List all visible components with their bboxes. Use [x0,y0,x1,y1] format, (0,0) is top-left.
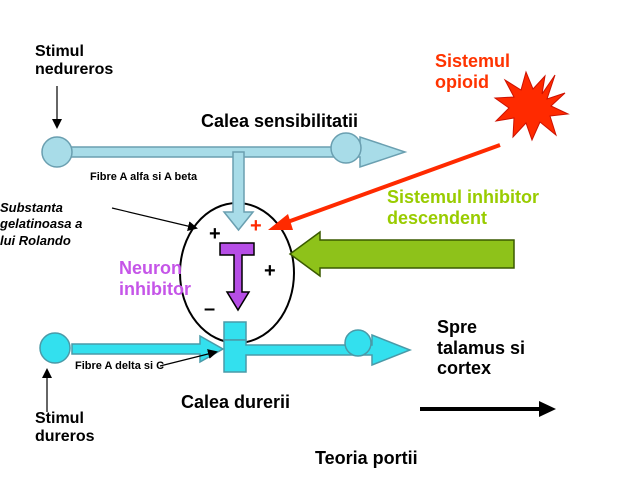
painful-receptor-circle [39,332,71,364]
sistemul-opioid-label: Sistemul opioid [435,51,511,92]
long-right-arrow-icon [420,401,556,417]
calea-sensibilitatii-label: Calea sensibilitatii [201,111,359,131]
opioid-arrow-head [268,214,293,230]
sensibility-relay-circle [330,132,362,164]
descending-inhibitor-arrow [288,230,515,278]
substanta-gelatinoasa-label: Substanta gelatinoasa a lui Rolando [0,200,83,248]
pain-relay-circle [344,329,372,357]
plus-sign-descending: + [264,260,276,282]
spre-talamus-label: Spre talamus si cortex [437,317,526,379]
sensibility-branch-arrow [222,151,255,232]
minus-sign-inhibitor: – [204,298,216,320]
inhibitory-neuron-shape [219,242,255,312]
nonpainful-receptor-circle [41,136,73,168]
transmission-cell-block [223,321,247,341]
stimul-dureros-label: Stimul dureros [35,410,95,446]
teoria-portii-label: Teoria portii [315,448,418,468]
fibre-delta-pointer [159,349,218,367]
neuron-inhibitor-label: Neuron inhibitor [119,258,191,299]
calea-durerii-label: Calea durerii [181,392,291,412]
fibre-delta-c-label: Fibre A delta si C [75,360,165,372]
pain-pathway-arrow [223,333,413,373]
starburst-icon [493,70,570,142]
stimul-nedureros-label: Stimul nedureros [35,43,114,79]
sensibility-pathway [41,132,408,232]
sistemul-inhibitor-label: Sistemul inhibitor descendent [387,187,540,228]
pain-fiber-arrow [71,334,225,364]
plus-sign-opioid: + [250,215,262,237]
fibre-alfa-beta-label: Fibre A alfa si A beta [90,171,198,183]
substanta-gelatinoasa-pointer [111,207,198,232]
plus-sign-fibers: + [209,223,221,245]
inhibitory-neuron [219,242,255,312]
opioid-arrow-line [281,143,501,226]
